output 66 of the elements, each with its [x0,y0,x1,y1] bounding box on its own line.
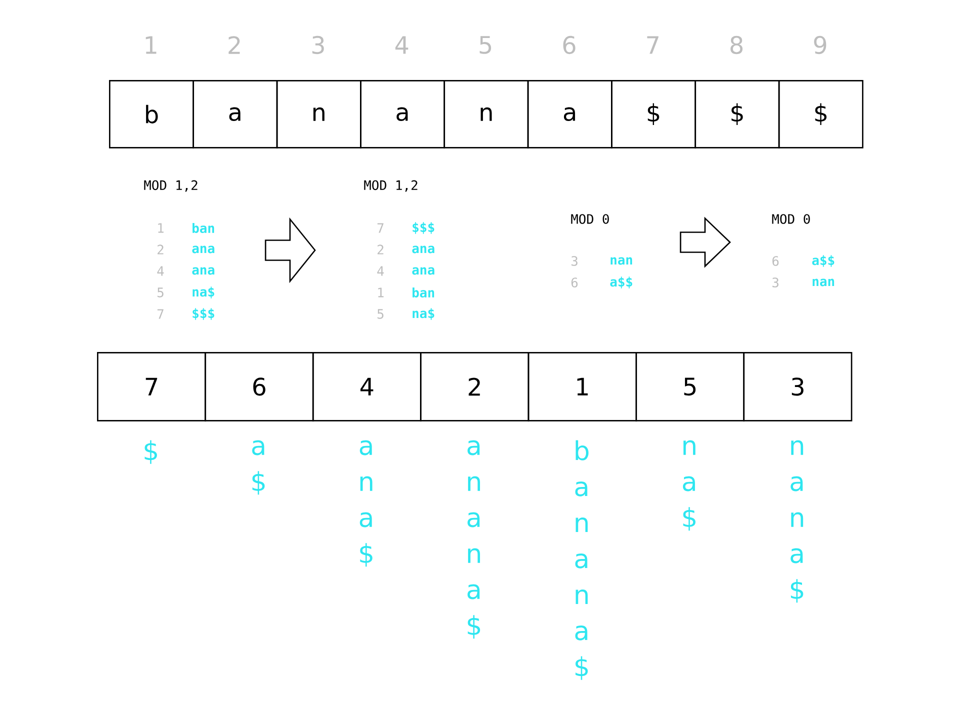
suffix-text: ana [192,246,214,254]
array-cell: $ [694,80,780,148]
position-number: 1 [146,36,156,54]
array-cell: $ [778,80,864,148]
array-cell: n [276,80,362,148]
position-number: 6 [563,36,576,54]
suffix-text: na$ [192,286,214,298]
suffix-text: ban [412,287,434,298]
suffix-text: ana [412,267,434,275]
position-number: 4 [395,36,408,54]
array-cell: 3 [743,352,852,422]
array-cell: 2 [420,352,530,422]
array-cell: 1 [528,352,637,422]
array-cell: $ [611,80,696,148]
array-cell: n [444,80,529,148]
suffix-column: n a n a $ [790,440,804,603]
position-number: 2 [228,36,240,54]
suffix-column: a n a n a $ [468,440,480,639]
suffix-text: a$$ [610,276,632,288]
index-number: 7 [377,223,384,233]
suffix-text: ban [192,222,214,234]
position-number: 8 [730,36,743,54]
suffix-text: $$$ [192,308,214,320]
array-cell: 5 [636,352,745,422]
position-number: 7 [647,36,658,54]
array-cell: a [360,80,446,148]
index-number: 3 [772,278,778,288]
array-cell: a [192,80,278,148]
array-cell: b [109,80,194,148]
position-number: 5 [480,36,492,54]
index-number: 3 [571,256,578,266]
index-number: 4 [157,266,164,276]
group-heading: MOD 1,2 [364,180,418,192]
suffix-column: a $ [252,440,265,495]
suffix-column: $ [144,440,157,464]
index-number: 2 [158,244,164,254]
suffix-text: ana [412,246,434,254]
index-number: 2 [378,244,384,254]
suffix-column: n a $ [682,440,696,531]
array-cell: a [527,80,612,148]
array-cell: 7 [97,352,206,422]
suffix-text: a$$ [812,255,834,267]
index-number: 4 [377,266,384,276]
position-number: 9 [814,36,826,54]
index-number: 1 [378,288,384,298]
array-cell: 4 [312,352,422,422]
index-number: 7 [157,309,164,319]
index-number: 5 [378,309,384,319]
block-arrow [264,217,316,284]
block-arrow [680,216,731,268]
index-number: 6 [571,278,578,288]
index-number: 5 [158,288,164,298]
suffix-text: nan [610,257,632,265]
array-cell: 6 [204,352,314,422]
group-heading: MOD 0 [571,214,609,224]
index-number: 1 [158,223,164,233]
index-number: 6 [772,256,779,266]
position-number: 3 [312,36,324,54]
suffix-column: a n a $ [360,440,372,567]
suffix-column: b a n a n a $ [575,440,588,680]
group-heading: MOD 0 [772,214,810,224]
suffix-text: na$ [412,308,434,320]
suffix-text: ana [192,267,214,275]
group-heading: MOD 1,2 [144,180,198,192]
suffix-text: nan [812,278,834,286]
suffix-text: $$$ [412,222,434,234]
